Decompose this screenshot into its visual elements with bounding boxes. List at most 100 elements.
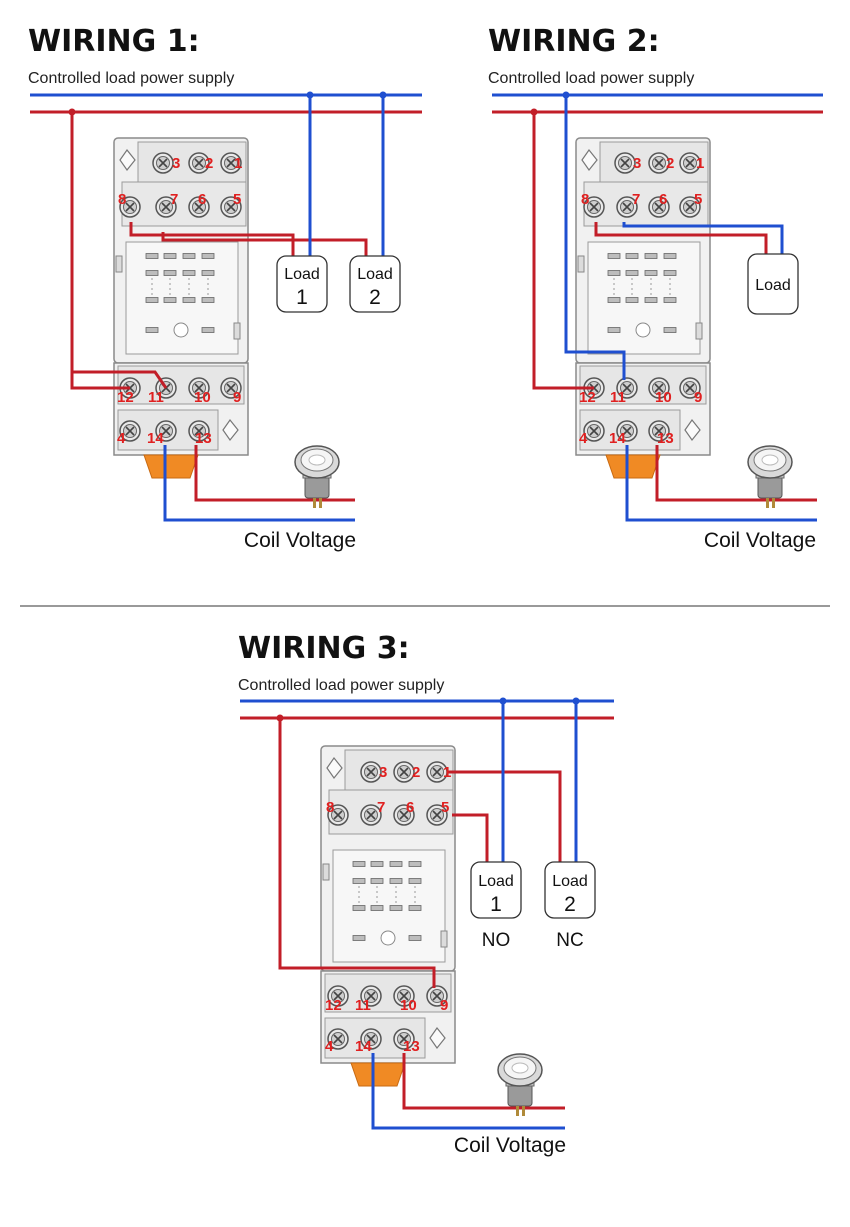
svg-text:3: 3: [633, 155, 641, 172]
socket-2-contact-bar: [663, 253, 677, 259]
wiring-3-coil-label: Coil Voltage: [454, 1134, 566, 1157]
wiring-1-load-1: Load 1: [276, 255, 328, 313]
socket-3-contact-bar: [389, 861, 403, 867]
wiring-1-diagram: WIRING 1: Controlled load power supply L…: [28, 24, 422, 552]
socket-contact-bars: [145, 253, 677, 941]
socket-3-contact-bar: [408, 905, 422, 911]
socket-2-contact-bar: [644, 253, 658, 259]
socket-2-contact-bar: [625, 297, 639, 303]
svg-text:2: 2: [564, 893, 576, 916]
svg-text:4: 4: [325, 1038, 334, 1055]
svg-text:9: 9: [440, 997, 448, 1014]
socket-1-contact-bar: [145, 270, 159, 276]
socket-1-contact-bar: [201, 253, 215, 259]
socket-1-contact-bar: [145, 297, 159, 303]
svg-text:7: 7: [377, 799, 385, 816]
svg-text:Load: Load: [755, 277, 791, 294]
svg-text:8: 8: [326, 799, 334, 816]
socket-1-contact-bar: [163, 253, 177, 259]
svg-text:1: 1: [234, 155, 242, 172]
wiring-3-load-2: Load 2 NC: [544, 861, 596, 951]
svg-text:2: 2: [666, 155, 674, 172]
svg-text:11: 11: [355, 997, 371, 1014]
socket-3-contact-bar: [408, 878, 422, 884]
svg-text:13: 13: [195, 430, 212, 447]
socket-3-contact-bar: [408, 935, 422, 941]
svg-text:3: 3: [172, 155, 180, 172]
svg-text:10: 10: [655, 389, 672, 406]
wiring-3-nc-label: NC: [556, 930, 583, 951]
svg-text:8: 8: [581, 191, 589, 208]
svg-text:9: 9: [694, 389, 702, 406]
socket-1-contact-bar: [145, 253, 159, 259]
socket-2-contact-bar: [644, 270, 658, 276]
socket-3-contact-bar: [370, 905, 384, 911]
wiring-3-supply-label: Controlled load power supply: [238, 677, 444, 694]
wiring-3-no-label: NO: [482, 930, 511, 951]
svg-text:5: 5: [694, 191, 702, 208]
socket-1-contact-bar: [163, 270, 177, 276]
socket-3-contact-bar: [408, 861, 422, 867]
socket-3-contact-bar: [352, 905, 366, 911]
svg-text:10: 10: [194, 389, 211, 406]
socket-3-contact-bar: [352, 935, 366, 941]
socket-2-contact-bar: [663, 297, 677, 303]
svg-text:12: 12: [325, 997, 342, 1014]
socket-1-contact-bar: [182, 297, 196, 303]
svg-text:6: 6: [659, 191, 667, 208]
socket-3-contact-bar: [389, 905, 403, 911]
socket-1-contact-bar: [163, 297, 177, 303]
svg-text:12: 12: [579, 389, 596, 406]
socket-2-contact-bar: [625, 270, 639, 276]
svg-text:1: 1: [296, 286, 308, 309]
socket-2-contact-bar: [644, 297, 658, 303]
socket-2-contact-bar: [607, 327, 621, 333]
socket-2-contact-bar: [607, 297, 621, 303]
wiring-1-coil-label: Coil Voltage: [244, 529, 356, 552]
socket-1-contact-bar: [201, 327, 215, 333]
svg-text:3: 3: [379, 764, 387, 781]
socket-2-contact-bar: [625, 253, 639, 259]
socket-1-contact-bar: [145, 327, 159, 333]
wiring-2-load: Load: [747, 253, 799, 315]
socket-1-contact-bar: [182, 253, 196, 259]
svg-text:6: 6: [406, 799, 414, 816]
wiring-1-supply-label: Controlled load power supply: [28, 70, 234, 87]
svg-text:11: 11: [148, 389, 164, 406]
svg-text:Load: Load: [357, 266, 393, 283]
svg-text:8: 8: [118, 191, 126, 208]
socket-3-contact-bar: [370, 861, 384, 867]
svg-text:5: 5: [441, 799, 449, 816]
svg-text:1: 1: [696, 155, 704, 172]
wiring-3-load-1: Load 1 NO: [470, 861, 522, 951]
socket-1-contact-bar: [201, 297, 215, 303]
svg-text:Load: Load: [284, 266, 320, 283]
socket-3-contact-bar: [352, 861, 366, 867]
svg-text:14: 14: [609, 430, 626, 447]
svg-text:7: 7: [632, 191, 640, 208]
svg-text:11: 11: [610, 389, 626, 406]
wiring-2-title: WIRING 2:: [488, 24, 660, 59]
svg-text:2: 2: [369, 286, 381, 309]
svg-text:2: 2: [205, 155, 213, 172]
wiring-3-diagram: WIRING 3: Controlled load power supply L…: [238, 631, 614, 1157]
svg-text:Load: Load: [478, 873, 514, 890]
socket-3-contact-bar: [370, 878, 384, 884]
socket-1-contact-bar: [182, 270, 196, 276]
wiring-2-coil-label: Coil Voltage: [704, 529, 816, 552]
svg-text:4: 4: [579, 430, 588, 447]
wiring-2-supply-label: Controlled load power supply: [488, 70, 694, 87]
wiring-3-title: WIRING 3:: [238, 631, 410, 666]
svg-text:Load: Load: [552, 873, 588, 890]
wiring-2-diagram: WIRING 2: Controlled load power supply L…: [488, 24, 823, 552]
svg-text:12: 12: [117, 389, 134, 406]
svg-text:13: 13: [657, 430, 674, 447]
socket-2-contact-bar: [663, 327, 677, 333]
svg-text:5: 5: [233, 191, 241, 208]
svg-text:14: 14: [355, 1038, 372, 1055]
wiring-1-load-2: Load 2: [349, 255, 401, 313]
svg-text:10: 10: [400, 997, 417, 1014]
wiring-1-title: WIRING 1:: [28, 24, 200, 59]
svg-text:2: 2: [412, 764, 420, 781]
